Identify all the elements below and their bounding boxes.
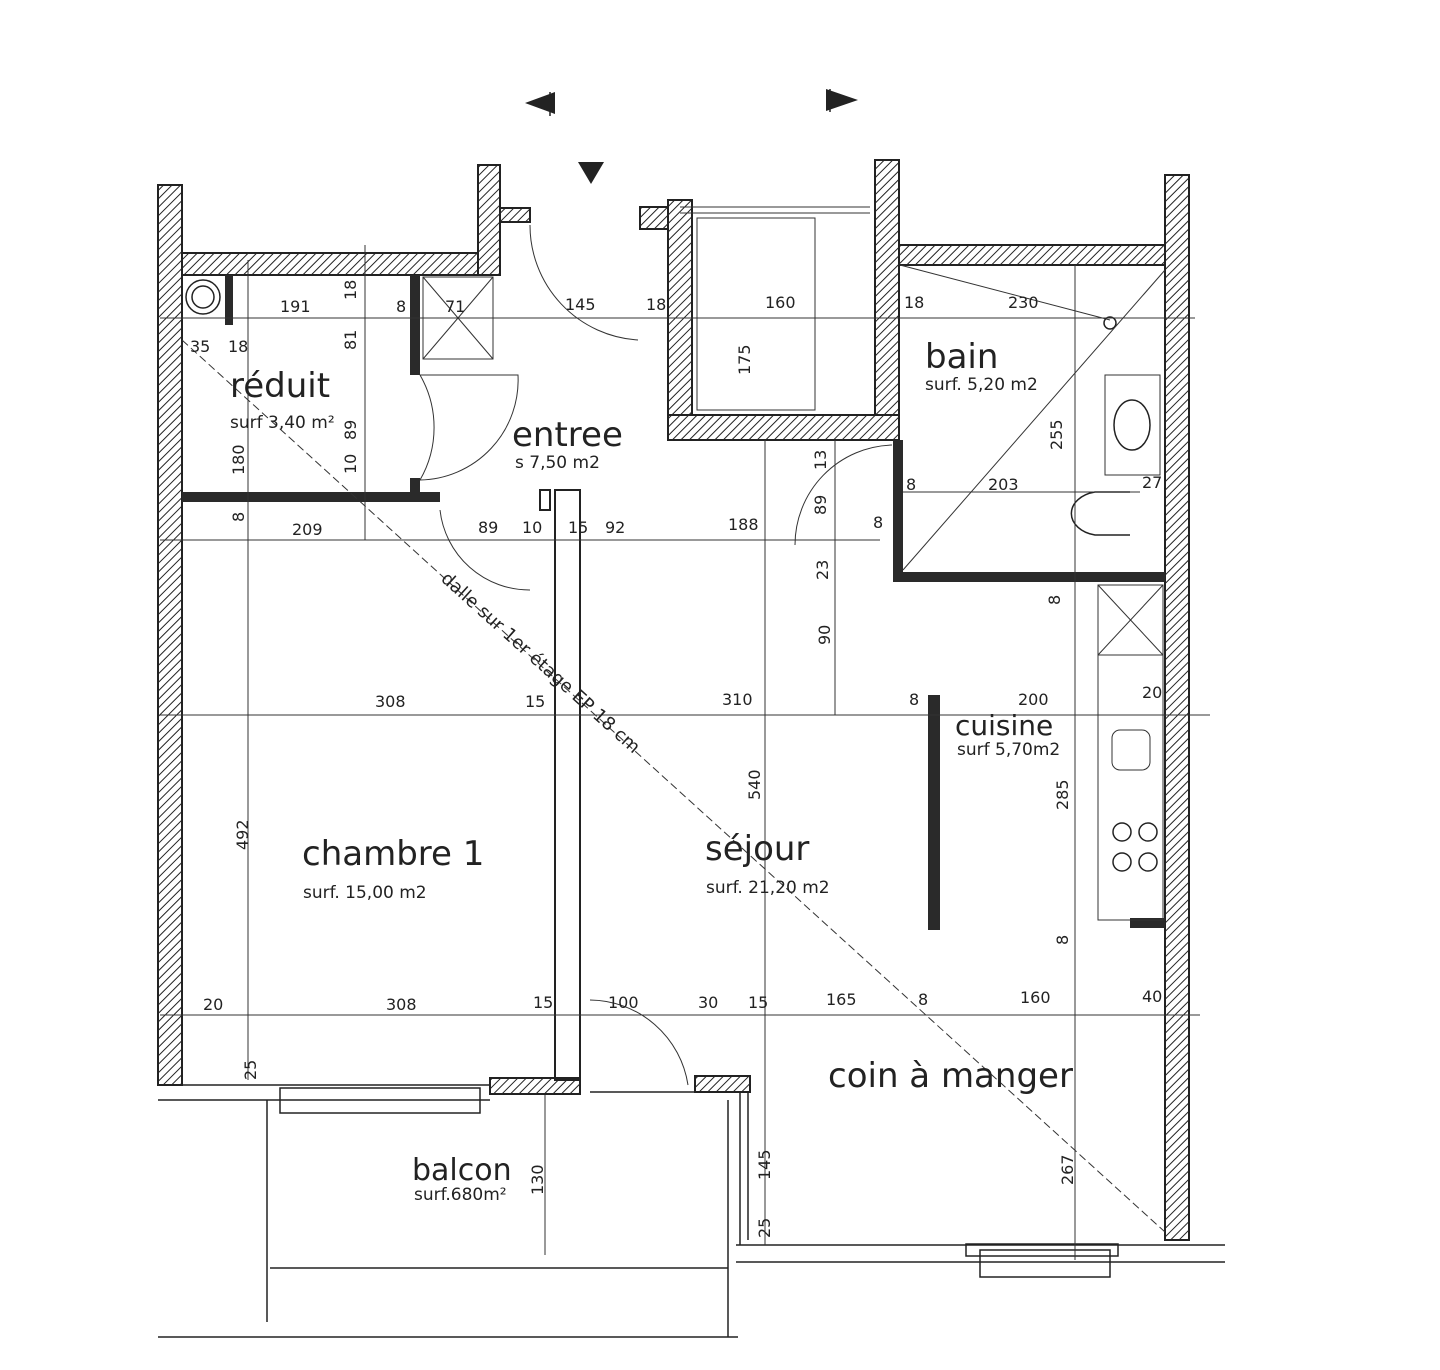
dimension-label: 18 [341, 280, 360, 300]
washbasin-icon [1070, 491, 1130, 536]
dimension-label: 8 [229, 512, 248, 522]
dimension-label: 25 [241, 1060, 260, 1080]
dimension-label: 18 [904, 293, 924, 312]
dimension-label: 145 [565, 295, 596, 314]
arrow-down-icon [578, 162, 604, 184]
room-surface-bain: surf. 5,20 m2 [925, 375, 1038, 395]
dimension-label: 200 [1018, 690, 1049, 709]
dimension-label: 18 [228, 337, 248, 356]
dimension-label: 175 [735, 344, 754, 375]
interior-walls [182, 275, 1165, 1081]
room-surface-balcon: surf.680m² [414, 1185, 507, 1205]
dimension-label: 15 [525, 692, 545, 711]
dimension-lines [160, 245, 1210, 1260]
dimension-label: 160 [765, 293, 796, 312]
dimension-label: 8 [1053, 935, 1072, 945]
dimension-label: 285 [1053, 779, 1072, 810]
room-name-balcon: balcon [412, 1153, 512, 1188]
dimension-label: 15 [568, 518, 588, 537]
dimension-label: 308 [375, 692, 406, 711]
room-surface-sejour: surf. 21,20 m2 [706, 878, 830, 898]
shower-drain-icon [902, 269, 1166, 571]
dimension-label: 8 [909, 690, 919, 709]
room-name-reduit: réduit [230, 366, 330, 406]
dimension-label: 8 [396, 297, 406, 316]
dimension-label: 188 [728, 515, 759, 534]
exterior-walls [157, 159, 1190, 1241]
dimension-label: 18 [646, 295, 666, 314]
dimension-label: 180 [229, 444, 248, 475]
dimension-label: 30 [698, 993, 718, 1012]
stove-icon [1112, 822, 1158, 872]
dimension-label: 540 [745, 769, 764, 800]
slab-annotation: dalle sur 1er étage EP 18 cm [437, 568, 644, 758]
dimension-label: 8 [918, 990, 928, 1009]
room-name-entree: entree [512, 415, 623, 455]
dimension-label: 308 [386, 995, 417, 1014]
dimension-label: 92 [605, 518, 625, 537]
arrow-right-icon [826, 89, 858, 112]
room-name-sejour: séjour [705, 829, 809, 869]
dimension-label: 81 [341, 330, 360, 350]
dimension-label: 8 [906, 475, 916, 494]
dimension-label: 230 [1008, 293, 1039, 312]
dimension-label: 20 [1142, 683, 1162, 702]
balcony-outline [158, 1084, 1225, 1338]
room-surface-chambre-1: surf. 15,00 m2 [303, 883, 427, 903]
room-surface-entree: s 7,50 m2 [515, 453, 600, 473]
dimension-label: 145 [755, 1149, 774, 1180]
dimension-label: 100 [608, 993, 639, 1012]
room-name-chambre-1: chambre 1 [302, 834, 484, 874]
room-surface-reduit: surf 3,40 m² [230, 413, 335, 433]
room-name-cuisine: cuisine [955, 709, 1053, 742]
dimension-label: 255 [1047, 419, 1066, 450]
kitchen-counter [1097, 654, 1164, 921]
dimension-label: 90 [815, 625, 834, 645]
dimension-label: 191 [280, 297, 311, 316]
dimension-label: 310 [722, 690, 753, 709]
dimension-label: 160 [1020, 988, 1051, 1007]
dimension-label: 267 [1058, 1154, 1077, 1185]
room-name-coin-a-manger: coin à manger [828, 1056, 1073, 1096]
dimension-label: 15 [748, 993, 768, 1012]
dimension-label: 15 [533, 993, 553, 1012]
dimension-label: 23 [813, 560, 832, 580]
dimension-label: 89 [478, 518, 498, 537]
dimension-label: 8 [873, 513, 883, 532]
dimension-label: 13 [811, 450, 830, 470]
boiler-icon [185, 279, 221, 315]
dimension-label: 203 [988, 475, 1019, 494]
dimension-label: 209 [292, 520, 323, 539]
dimension-label: 71 [445, 297, 465, 316]
dimension-label: 35 [190, 337, 210, 356]
toilet-icon [1104, 374, 1161, 476]
dimension-label: 89 [811, 495, 830, 515]
elevator-shaft [696, 217, 816, 411]
dimension-label: 89 [341, 420, 360, 440]
door-swings [419, 224, 1111, 1086]
dimension-label: 25 [755, 1218, 774, 1238]
dimension-label: 130 [528, 1164, 547, 1195]
dimension-label: 10 [341, 454, 360, 474]
arrow-left-icon [525, 92, 555, 116]
dimension-label: 10 [522, 518, 542, 537]
room-name-bain: bain [925, 337, 998, 377]
dimension-label: 40 [1142, 987, 1162, 1006]
dimension-label: 165 [826, 990, 857, 1009]
dimension-label: 492 [233, 819, 252, 850]
dimension-label: 20 [203, 995, 223, 1014]
dimension-label: 8 [1045, 595, 1064, 605]
room-surface-cuisine: surf 5,70m2 [957, 740, 1060, 760]
dimension-label: 27 [1142, 473, 1162, 492]
